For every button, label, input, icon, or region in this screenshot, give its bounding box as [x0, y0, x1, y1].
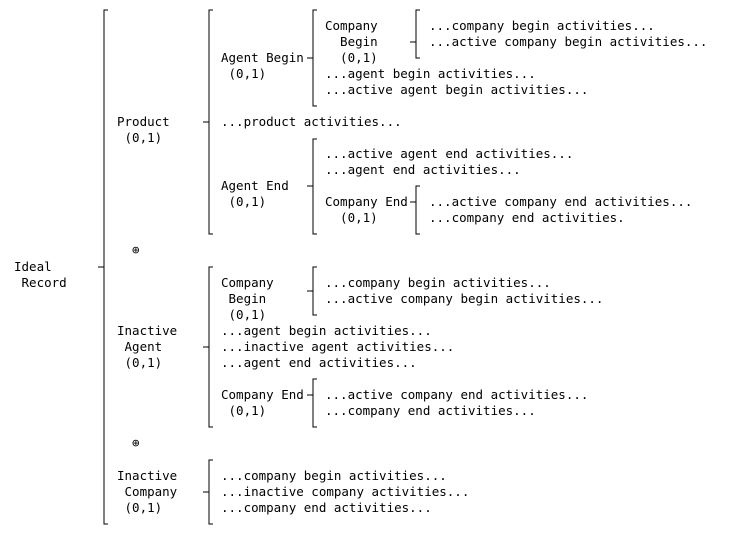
ia-company-begin-label: Company Begin (0,1) [221, 275, 274, 322]
list-item: ...agent end activities... [325, 162, 521, 177]
agent-begin-items: ...agent begin activities......active ag… [325, 66, 588, 98]
inactive-agent-bracket [203, 266, 213, 428]
inactive-company-bracket [203, 459, 213, 525]
inactive-agent-label: Inactive Agent (0,1) [117, 323, 178, 370]
inactive-company-label: Inactive Company (0,1) [117, 468, 178, 515]
list-item: ...active company begin activities... [325, 291, 604, 306]
list-item: ...company begin activities... [325, 275, 551, 290]
product-label: Product (0,1) [117, 114, 170, 145]
agent-end-bracket [307, 138, 317, 235]
ia-company-end-label: Company End (0,1) [221, 387, 304, 418]
xor-separator-icon: ⊕ [132, 242, 140, 257]
company-begin-bracket [410, 9, 420, 59]
list-item: ...active agent end activities... [325, 146, 574, 161]
ia-company-begin-items: ...company begin activities......active … [325, 275, 603, 307]
list-item: ...inactive agent activities... [221, 339, 455, 354]
inactive-company-items: ...company begin activities......inactiv… [221, 468, 469, 516]
list-item: ...agent end activities... [221, 355, 417, 370]
company-end-label: Company End (0,1) [325, 194, 408, 225]
list-item: ...active company begin activities... [429, 34, 708, 49]
ia-company-end-bracket [307, 378, 317, 428]
list-item: ...company begin activities... [221, 468, 447, 483]
company-begin-items: ...company begin activities......active … [429, 18, 707, 50]
company-end-bracket [410, 185, 420, 235]
product-activities: ...product activities... [221, 114, 402, 129]
agent-begin-label: Agent Begin (0,1) [221, 50, 304, 81]
list-item: ...agent begin activities... [325, 66, 536, 81]
root-bracket [98, 9, 108, 525]
list-item: ...company end activities... [221, 500, 432, 515]
root-label: Ideal Record [14, 259, 67, 290]
agent-end-items: ...active agent end activities......agen… [325, 146, 573, 178]
inactive-agent-items: ...agent begin activities......inactive … [221, 323, 454, 371]
ia-company-end-items: ...active company end activities......co… [325, 387, 588, 419]
xor-separator-icon: ⊕ [132, 435, 140, 450]
list-item: ...company end activities... [325, 403, 536, 418]
list-item: ...agent begin activities... [221, 323, 432, 338]
list-item: ...company end activities. [429, 210, 625, 225]
list-item: ...active company end activities... [429, 194, 693, 209]
ia-company-begin-bracket [307, 266, 317, 316]
company-end-items: ...active company end activities......co… [429, 194, 692, 226]
agent-begin-bracket [307, 9, 317, 107]
agent-end-label: Agent End (0,1) [221, 178, 289, 209]
list-item: ...company begin activities... [429, 18, 655, 33]
list-item: ...active agent begin activities... [325, 82, 589, 97]
company-begin-label: Company Begin (0,1) [325, 18, 378, 65]
product-bracket [203, 9, 213, 235]
list-item: ...inactive company activities... [221, 484, 470, 499]
list-item: ...active company end activities... [325, 387, 589, 402]
